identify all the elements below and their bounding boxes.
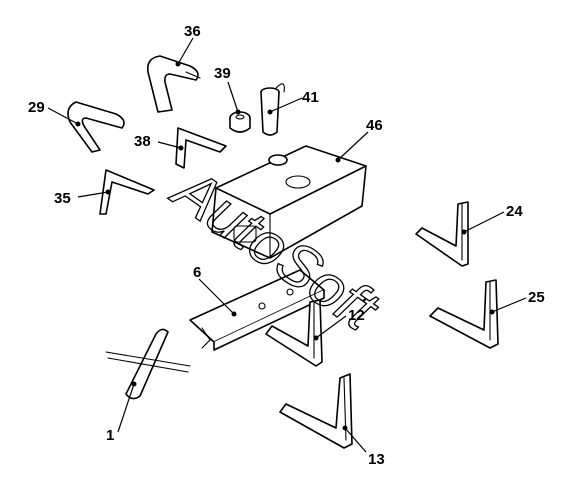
- callout-12: 12: [313, 307, 365, 341]
- part-12-bracket: [265, 299, 323, 367]
- callout-35: 35: [54, 189, 111, 207]
- part-1-strap: [105, 328, 191, 400]
- callout-38-label: 38: [134, 133, 151, 150]
- callout-41-label: 41: [302, 89, 319, 106]
- part-35-bracket: [99, 169, 155, 215]
- callout-1: 1: [106, 381, 137, 444]
- part-39-bushing: [229, 111, 251, 133]
- callout-6: 6: [193, 264, 237, 317]
- part-13-bracket: [279, 373, 353, 449]
- part-6-mounting-plate: [189, 269, 325, 351]
- callout-39: 39: [214, 65, 241, 115]
- callout-12-label: 12: [348, 307, 365, 324]
- callout-24-label: 24: [506, 203, 523, 220]
- part-25-bracket: [429, 279, 499, 349]
- callout-36-label: 36: [184, 23, 201, 40]
- callout-46-label: 46: [366, 117, 383, 134]
- callout-38: 38: [134, 133, 184, 151]
- callout-24: 24: [461, 203, 523, 235]
- part-46-fuel-tank: [211, 145, 367, 259]
- callout-29-label: 29: [28, 99, 45, 116]
- callout-25-label: 25: [528, 289, 545, 306]
- callout-1-label: 1: [106, 427, 114, 444]
- callout-39-label: 39: [214, 65, 231, 82]
- callout-6-label: 6: [193, 264, 201, 281]
- callout-46: 46: [335, 117, 383, 163]
- callout-25: 25: [489, 289, 545, 315]
- part-24-bracket: [415, 201, 469, 267]
- callout-36: 36: [175, 23, 201, 67]
- callout-13: 13: [342, 425, 385, 468]
- callout-29: 29: [28, 99, 81, 127]
- part-36-strap: [146, 55, 201, 113]
- callout-35-label: 35: [54, 190, 71, 207]
- callout-13-label: 13: [368, 451, 385, 468]
- part-29-strap: [67, 101, 125, 153]
- part-38-bracket: [175, 127, 227, 169]
- part-41-fuel-sender: [260, 83, 285, 136]
- callout-41: 41: [267, 89, 319, 115]
